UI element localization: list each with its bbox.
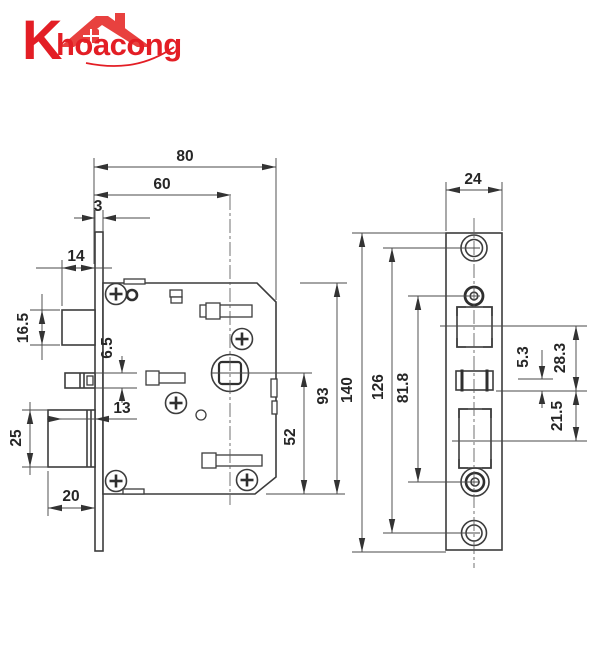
- dim-93: 93: [300, 282, 347, 494]
- dim-80-label: 80: [176, 148, 193, 165]
- dim-6-5-label: 6.5: [99, 337, 116, 359]
- small-hole: [195, 409, 207, 421]
- latch-opening: [456, 306, 493, 348]
- logo-house-window-icon: [83, 29, 99, 43]
- dim-13: 13: [47, 400, 137, 423]
- dim-52: 52: [266, 373, 345, 495]
- logo-wordmark: hoacong: [56, 27, 182, 62]
- dim-16-5-label: 16.5: [15, 313, 32, 344]
- dim-13-label: 13: [113, 400, 131, 417]
- dim-20-label: 20: [62, 488, 79, 505]
- logo-chimney-icon: [115, 13, 125, 29]
- dim-5-3: 5.3: [515, 346, 546, 408]
- case-bottom-notch: [122, 488, 145, 495]
- screw-icon: [104, 469, 128, 493]
- mechanism-slot: [201, 452, 263, 469]
- brand-logo: K hoacong: [22, 8, 182, 71]
- screw-icon: [235, 468, 259, 492]
- dim-93-label: 93: [315, 387, 332, 405]
- pin-hole: [125, 288, 139, 302]
- latch-bolt: [61, 309, 96, 346]
- dim-126-label: 126: [370, 374, 387, 400]
- screw-icon: [164, 391, 188, 415]
- dim-24: 24: [445, 171, 503, 231]
- dim-25: 25: [8, 402, 48, 475]
- logo-k-letter: K: [22, 8, 62, 71]
- dim-140: 140: [339, 232, 446, 553]
- case-top-notch: [123, 278, 146, 285]
- logo-swoosh: [85, 46, 175, 67]
- edge-tab: [270, 378, 278, 398]
- edge-tab: [271, 400, 278, 415]
- dimensions: 80 60 3 14: [8, 148, 587, 553]
- dim-126: 126: [370, 247, 480, 534]
- faceplate-edge: [94, 231, 104, 552]
- dim-140-label: 140: [339, 377, 356, 403]
- dim-21-5-label: 21.5: [549, 401, 566, 432]
- mechanism-slot: [199, 302, 253, 320]
- dim-25-label: 25: [8, 429, 25, 447]
- lock-body-side-view: [47, 231, 278, 552]
- dim-20: 20: [47, 471, 95, 516]
- dim-14: 14: [36, 248, 112, 306]
- dim-3-label: 3: [94, 198, 103, 215]
- dim-14-label: 14: [67, 248, 85, 265]
- dim-21-5: 21.5: [549, 391, 580, 441]
- dim-28-3-label: 28.3: [552, 343, 569, 374]
- dim-60: 60: [94, 176, 231, 199]
- dim-24-label: 24: [464, 171, 482, 188]
- dim-16-5: 16.5: [15, 294, 60, 360]
- spring-clip-detail: [169, 289, 183, 304]
- screw-icon: [230, 327, 254, 351]
- mechanism-slot: [145, 370, 186, 386]
- dim-5-3-label: 5.3: [515, 346, 532, 368]
- dim-81-8: 81.8: [395, 295, 480, 483]
- dim-52-label: 52: [282, 428, 299, 445]
- logo-house-roof-icon: [60, 16, 151, 47]
- dim-81-8-label: 81.8: [395, 373, 412, 404]
- dim-3: 3: [74, 198, 150, 232]
- dim-80: 80: [93, 148, 277, 300]
- dim-60-label: 60: [153, 176, 170, 193]
- dim-6-5: 6.5: [96, 337, 137, 403]
- aux-bolt-slot: [455, 369, 494, 392]
- dim-28-3: 28.3: [552, 326, 580, 391]
